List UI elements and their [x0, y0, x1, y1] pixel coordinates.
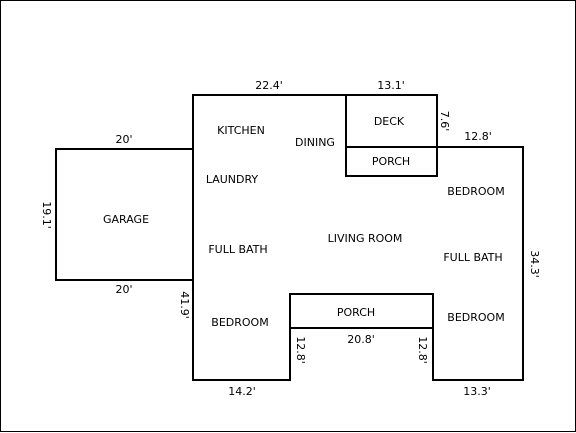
dim-deck-width: 13.1' [377, 79, 405, 92]
room-label-bedroom-right-bottom: BEDROOM [447, 311, 504, 324]
dim-notch-right: 12.8' [416, 336, 429, 364]
dim-house-right: 34.3' [528, 250, 541, 278]
dim-deck-depth: 7.6' [438, 111, 451, 132]
dim-garage-top: 20' [115, 133, 132, 146]
dim-garage-bottom: 20' [115, 283, 132, 296]
room-label-porch-top: PORCH [372, 155, 410, 168]
room-label-porch-bottom: PORCH [337, 306, 375, 319]
room-label-garage: GARAGE [103, 213, 149, 226]
room-label-dining: DINING [295, 136, 335, 149]
dim-top-house: 22.4' [255, 79, 283, 92]
room-label-bedroom-right-top: BEDROOM [447, 185, 504, 198]
room-label-full-bath-left: FULL BATH [208, 243, 267, 256]
dim-bottom-right: 13.3' [463, 385, 491, 398]
dim-notch-left: 12.8' [294, 336, 307, 364]
room-label-living-room: LIVING ROOM [328, 232, 403, 245]
room-label-laundry: LAUNDRY [206, 173, 259, 186]
room-label-bedroom-left: BEDROOM [211, 316, 268, 329]
room-label-deck: DECK [374, 115, 405, 128]
dim-right-wing-top: 12.8' [464, 130, 492, 143]
porch-top-outline [345, 146, 438, 177]
dim-garage-side: 19.1' [40, 201, 53, 229]
room-label-full-bath-right: FULL BATH [443, 251, 502, 264]
dim-porch-width: 20.8' [347, 333, 375, 346]
porch-bottom-outline [289, 293, 434, 329]
dim-house-left: 41.9' [178, 291, 191, 319]
dim-bottom-left: 14.2' [228, 385, 256, 398]
room-label-kitchen: KITCHEN [217, 124, 265, 137]
